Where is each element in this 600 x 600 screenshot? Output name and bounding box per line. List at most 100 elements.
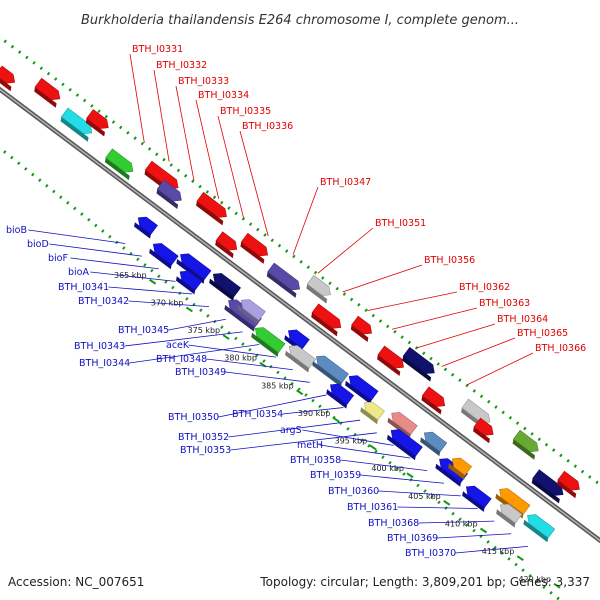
gene-block-face bbox=[137, 216, 158, 235]
gene-block bbox=[104, 148, 134, 181]
gene-label-reverse: BTH_I0353 bbox=[180, 445, 231, 456]
gene-block-face bbox=[348, 375, 379, 401]
gene-block-side bbox=[34, 87, 57, 108]
gene-label-reverse: metH bbox=[297, 440, 323, 451]
gene-block-side bbox=[448, 463, 465, 480]
gene-block-side bbox=[420, 437, 441, 457]
gene-label-forward: BTH_I0362 bbox=[459, 282, 510, 293]
gene-block-face bbox=[306, 274, 331, 296]
gene-label-forward: BTH_I0331 bbox=[132, 44, 183, 55]
gene-block-side bbox=[240, 242, 265, 264]
gene-block-side bbox=[156, 188, 179, 210]
leader-line-reverse bbox=[319, 444, 411, 459]
gene-label-forward: BTH_I0364 bbox=[497, 314, 548, 325]
gene-block-face bbox=[351, 315, 373, 335]
leader-line-reverse bbox=[90, 271, 176, 282]
map-title: Burkholderia thailandensis E264 chromoso… bbox=[81, 13, 519, 28]
leader-line-forward bbox=[342, 264, 423, 293]
tick-label: 370 kbp bbox=[151, 298, 184, 307]
gene-block-face bbox=[316, 355, 349, 384]
gene-block-face bbox=[180, 253, 212, 280]
gene-block-side bbox=[175, 276, 196, 295]
gene-block-side bbox=[134, 222, 151, 239]
gene-block bbox=[215, 231, 238, 259]
leader-line-forward bbox=[175, 85, 195, 181]
leader-line-reverse bbox=[228, 419, 361, 438]
accession-text: Accession: NC_007651 bbox=[8, 575, 144, 589]
gene-block-face bbox=[212, 273, 242, 298]
gene-block-side bbox=[149, 248, 172, 270]
gene-block-face bbox=[240, 232, 269, 257]
gene-block-side bbox=[285, 350, 310, 373]
gene-label-reverse: bioD bbox=[27, 239, 49, 250]
gene-block-side bbox=[377, 354, 401, 377]
leader-line-forward bbox=[392, 307, 478, 330]
gene-label-forward: BTH_I0335 bbox=[220, 106, 271, 117]
gene-block-face bbox=[196, 191, 227, 218]
tick-mark bbox=[332, 417, 341, 423]
label-leader-lines bbox=[28, 53, 534, 554]
leader-line-reverse bbox=[188, 344, 277, 358]
leader-line-reverse bbox=[218, 394, 327, 418]
forward-strand-genes bbox=[0, 65, 580, 504]
gene-block-face bbox=[390, 429, 423, 457]
gene-label-reverse: BTH_I0349 bbox=[175, 367, 226, 378]
gene-label-forward: BTH_I0347 bbox=[320, 177, 371, 188]
tick-label: 365 kbp bbox=[114, 271, 147, 280]
gene-block bbox=[523, 514, 556, 543]
gene-label-reverse: BTH_I0350 bbox=[168, 412, 219, 423]
gene-label-forward: BTH_I0332 bbox=[156, 60, 207, 71]
reverse-strand-genes bbox=[134, 216, 556, 543]
gene-block-side bbox=[311, 312, 338, 337]
gene-block-face bbox=[423, 431, 448, 453]
gene-label-forward: BTH_I0356 bbox=[424, 255, 475, 266]
gene-block bbox=[345, 375, 379, 405]
leader-line-reverse bbox=[49, 243, 142, 257]
gene-label-reverse: BTH_I0370 bbox=[405, 548, 456, 559]
tick-label: 415 kbp bbox=[482, 547, 515, 556]
gene-block-face bbox=[512, 429, 539, 453]
gene-block bbox=[420, 431, 448, 457]
leader-line-reverse bbox=[360, 474, 445, 484]
gene-block-face bbox=[421, 386, 446, 407]
gene-block-face bbox=[364, 401, 385, 421]
tick-label: 410 kbp bbox=[445, 520, 478, 529]
gene-block-side bbox=[345, 380, 372, 405]
leader-line-forward bbox=[441, 337, 516, 367]
gene-block-side bbox=[402, 356, 432, 382]
gene-block-face bbox=[267, 262, 301, 291]
gene-block-side bbox=[496, 509, 516, 528]
gene-label-reverse: aceK bbox=[166, 340, 190, 351]
gene-label-reverse: BTH_I0342 bbox=[78, 296, 129, 307]
gene-block-face bbox=[288, 329, 310, 349]
gene-block-side bbox=[209, 278, 234, 302]
gene-label-reverse: BTH_I0345 bbox=[118, 325, 169, 336]
tick-mark bbox=[406, 472, 414, 479]
gene-block bbox=[34, 77, 61, 108]
backbone bbox=[0, 86, 600, 544]
gene-label-reverse: BTH_I0348 bbox=[156, 354, 207, 365]
tick-mark bbox=[443, 500, 451, 506]
gene-block bbox=[266, 262, 301, 298]
gene-block bbox=[311, 303, 342, 337]
gene-label-reverse: bioB bbox=[6, 225, 27, 236]
leader-line-reverse bbox=[455, 545, 528, 554]
outer-dotted-track bbox=[0, 35, 600, 487]
gene-block-side bbox=[350, 324, 369, 343]
tick-label: 395 kbp bbox=[335, 437, 368, 446]
tick-label: 400 kbp bbox=[371, 464, 404, 473]
gene-block-face bbox=[451, 457, 473, 476]
gene-label-reverse: BTH_I0341 bbox=[58, 282, 109, 293]
gene-label-reverse: BTH_I0359 bbox=[310, 470, 361, 481]
gene-block-face bbox=[557, 470, 580, 491]
gene-block-side bbox=[224, 304, 255, 332]
gene-block-side bbox=[512, 439, 535, 460]
leader-line-reverse bbox=[225, 371, 310, 383]
gene-block-side bbox=[104, 157, 130, 181]
gene-block-face bbox=[240, 299, 266, 321]
gene-block-side bbox=[312, 361, 342, 388]
leader-line-reverse bbox=[397, 506, 478, 509]
leader-line-reverse bbox=[108, 286, 193, 295]
gene-label-reverse: BTH_I0352 bbox=[178, 432, 229, 443]
